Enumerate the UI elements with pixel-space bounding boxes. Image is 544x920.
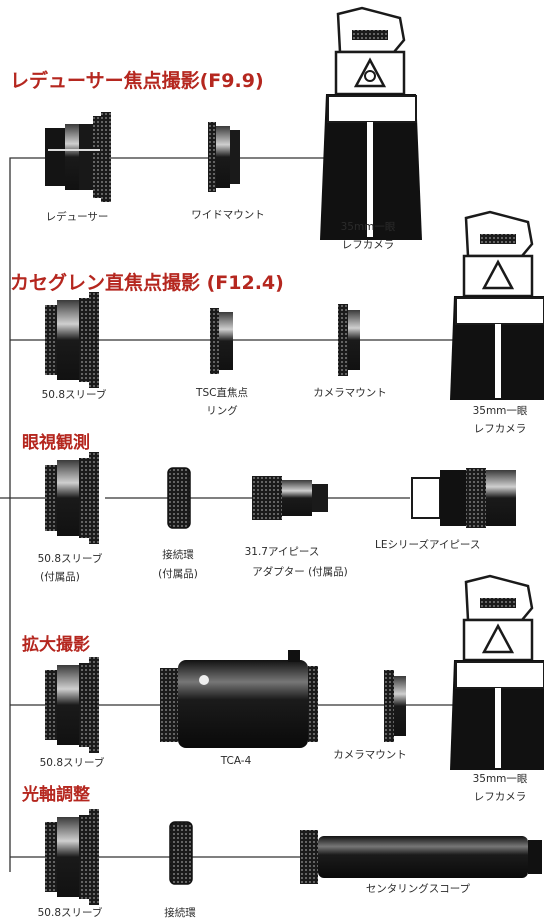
sleeve-icon [45, 657, 99, 753]
label-camera-2a: 35mm一眼 [472, 405, 528, 417]
connection-ring-icon [167, 467, 191, 529]
label-eyepiece-adapter: 31.7アイピース [244, 546, 320, 558]
camera-mount-icon [384, 670, 406, 742]
label-centering-scope: センタリングスコープ [365, 883, 471, 895]
wide-mount-icon [208, 122, 240, 192]
section-title-reducer: レデューサー焦点撮影(F9.9) [10, 70, 264, 92]
label-sleeve: 50.8スリーブ [41, 389, 107, 401]
label-camera-mount: カメラマウント [313, 387, 387, 399]
label-sleeve: 50.8スリーブ [39, 757, 105, 769]
label-connection-ring-note: (付属品) [158, 568, 198, 580]
label-eyepiece-adapter-note: アダプター (付属品) [252, 566, 348, 578]
label-reducer: レデューサー [45, 211, 109, 223]
label-connection-ring: 接続環 [164, 907, 196, 919]
label-camera-1a: 35mm一眼 [340, 221, 396, 233]
sleeve-icon [45, 452, 99, 544]
label-camera-1b: レフカメラ [341, 239, 395, 251]
label-sleeve: 50.8スリーブ [37, 553, 103, 565]
centering-scope-icon [300, 830, 542, 884]
label-connection-ring: 接続環 [162, 549, 194, 561]
camera-icon [450, 210, 544, 400]
section-title-enlarge: 拡大撮影 [22, 635, 90, 655]
eyepiece-adapter-icon [252, 476, 328, 520]
label-camera-mount: カメラマウント [333, 749, 407, 761]
tsc-ring-icon [210, 308, 233, 374]
label-tsc-ring-1: TSC直焦点 [196, 387, 248, 399]
camera-icon [320, 6, 422, 240]
sleeve-icon [45, 809, 99, 905]
section-title-cassegrain: カセグレン直焦点撮影 (F12.4) [10, 272, 284, 294]
section-title-visual: 眼視観測 [22, 433, 90, 453]
label-tca4: TCA-4 [220, 755, 252, 767]
connection-ring-icon [169, 821, 193, 885]
camera-icon [450, 574, 544, 770]
label-wide-mount: ワイドマウント [191, 209, 265, 221]
eyepiece-icon [411, 468, 516, 528]
section-title-alignment: 光軸調整 [22, 785, 90, 805]
label-sleeve: 50.8スリーブ [37, 907, 103, 919]
label-camera-3b: レフカメラ [473, 791, 527, 803]
label-camera-2b: レフカメラ [473, 423, 527, 435]
label-le-eyepiece: LEシリーズアイピース [375, 539, 481, 551]
reducer-icon [45, 112, 111, 202]
camera-mount-icon [338, 304, 360, 376]
main-trunk-line [9, 157, 45, 872]
teleconverter-icon [160, 650, 318, 748]
label-sleeve-note: (付属品) [40, 571, 80, 583]
label-camera-3a: 35mm一眼 [472, 773, 528, 785]
sleeve-icon [45, 292, 99, 388]
label-tsc-ring-2: リング [206, 405, 238, 417]
